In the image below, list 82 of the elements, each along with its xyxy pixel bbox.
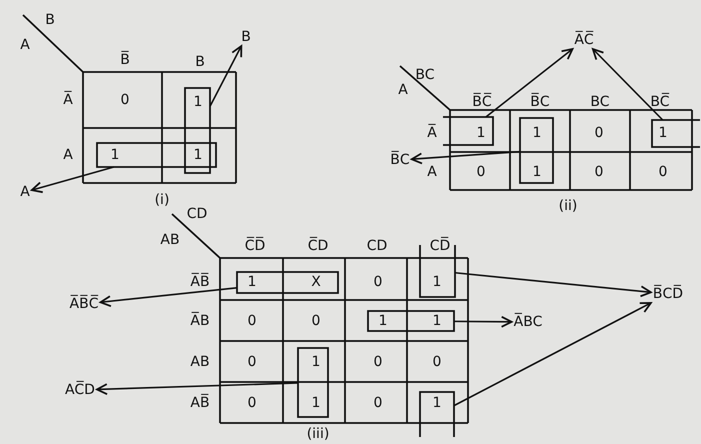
map-label: 0: [248, 353, 256, 371]
map-label: 0: [432, 353, 442, 371]
map-label: A̅B̅: [190, 273, 210, 291]
map-label: 0: [120, 91, 130, 109]
map-label: 0: [594, 124, 604, 142]
arrow: [30, 166, 114, 194]
grouping-loop: [419, 391, 455, 437]
map-label: 0: [594, 163, 604, 181]
map-label: AB: [160, 231, 180, 249]
map-label: 0: [248, 394, 256, 412]
map-label: C̅D̅: [244, 237, 266, 255]
map-label: A: [63, 146, 73, 164]
map-label: 1: [110, 146, 120, 164]
map-label: 1: [658, 124, 668, 142]
map-label: 1: [476, 124, 486, 142]
map-label: A̅: [427, 124, 437, 142]
map-caption: (ii): [558, 197, 578, 215]
arrow: [209, 45, 242, 107]
arrow: [100, 287, 238, 308]
grouping-loop: [96, 142, 217, 168]
map-caption: (iii): [306, 425, 330, 443]
arrow: [454, 302, 652, 406]
arrow: [592, 48, 664, 121]
map-label: B̅C̅: [472, 93, 492, 111]
simplified-term: A: [20, 183, 30, 201]
map-label: X: [311, 273, 321, 291]
map-caption: (i): [154, 191, 170, 209]
map-label: 0: [476, 163, 486, 181]
map-label: B̅: [120, 51, 130, 69]
map-label: A: [427, 163, 437, 181]
map-label: 1: [432, 273, 442, 291]
grouping-loop: [443, 116, 494, 146]
arrow: [485, 48, 574, 118]
simplified-term: AC̅D: [65, 381, 95, 399]
map-label: 1: [432, 312, 442, 330]
map-label: B: [45, 11, 55, 29]
map-label: CD: [186, 205, 208, 223]
grouping-loop: [651, 119, 700, 148]
simplified-term: B: [241, 28, 251, 46]
map-label: BC: [590, 93, 610, 111]
simplified-term: A̅B̅C̅: [70, 295, 98, 313]
map-label: AB̅: [190, 394, 210, 412]
simplified-term: B̅C: [390, 151, 410, 169]
grouping-loop: [297, 347, 329, 418]
grouping-loop: [367, 310, 455, 332]
map-label: CD̅: [430, 237, 450, 255]
map-label: BC: [415, 66, 435, 84]
map-label: 0: [658, 163, 668, 181]
map-label: 1: [194, 146, 202, 164]
map-label: 1: [378, 312, 388, 330]
map-label: A̅B: [190, 312, 210, 330]
simplified-term: A̅C̅: [574, 31, 594, 49]
map-label: CD: [366, 237, 388, 255]
map-label: 1: [312, 353, 320, 371]
map-label: 0: [248, 312, 256, 330]
map-label: AB: [190, 353, 210, 371]
map-label: 1: [532, 163, 542, 181]
arrow: [454, 316, 513, 328]
map-label: 1: [248, 273, 256, 291]
simplified-term: A̅BC: [514, 313, 542, 331]
arrow: [96, 382, 298, 396]
grouping-loop: [519, 117, 554, 184]
map-label: A̅: [63, 91, 73, 109]
map-label: 0: [374, 353, 382, 371]
map-label: 1: [194, 93, 202, 111]
map-label: B: [195, 53, 205, 71]
map-label: 0: [374, 273, 382, 291]
grouping-loop: [236, 271, 339, 294]
arrow: [410, 150, 520, 164]
arrow: [454, 272, 652, 298]
map-label: B̅C: [530, 93, 550, 111]
map-label: 1: [312, 394, 320, 412]
map-label: A: [398, 81, 408, 99]
map-label: C̅D: [308, 237, 328, 255]
map-label: 1: [432, 394, 442, 412]
map-label: A: [20, 36, 30, 54]
simplified-term: B̅CD̅: [652, 285, 684, 303]
grouping-loop: [184, 87, 211, 174]
map-label: 0: [374, 394, 382, 412]
map-label: 0: [312, 312, 320, 330]
map-label: BC̅: [650, 93, 670, 111]
map-label: 1: [532, 124, 542, 142]
